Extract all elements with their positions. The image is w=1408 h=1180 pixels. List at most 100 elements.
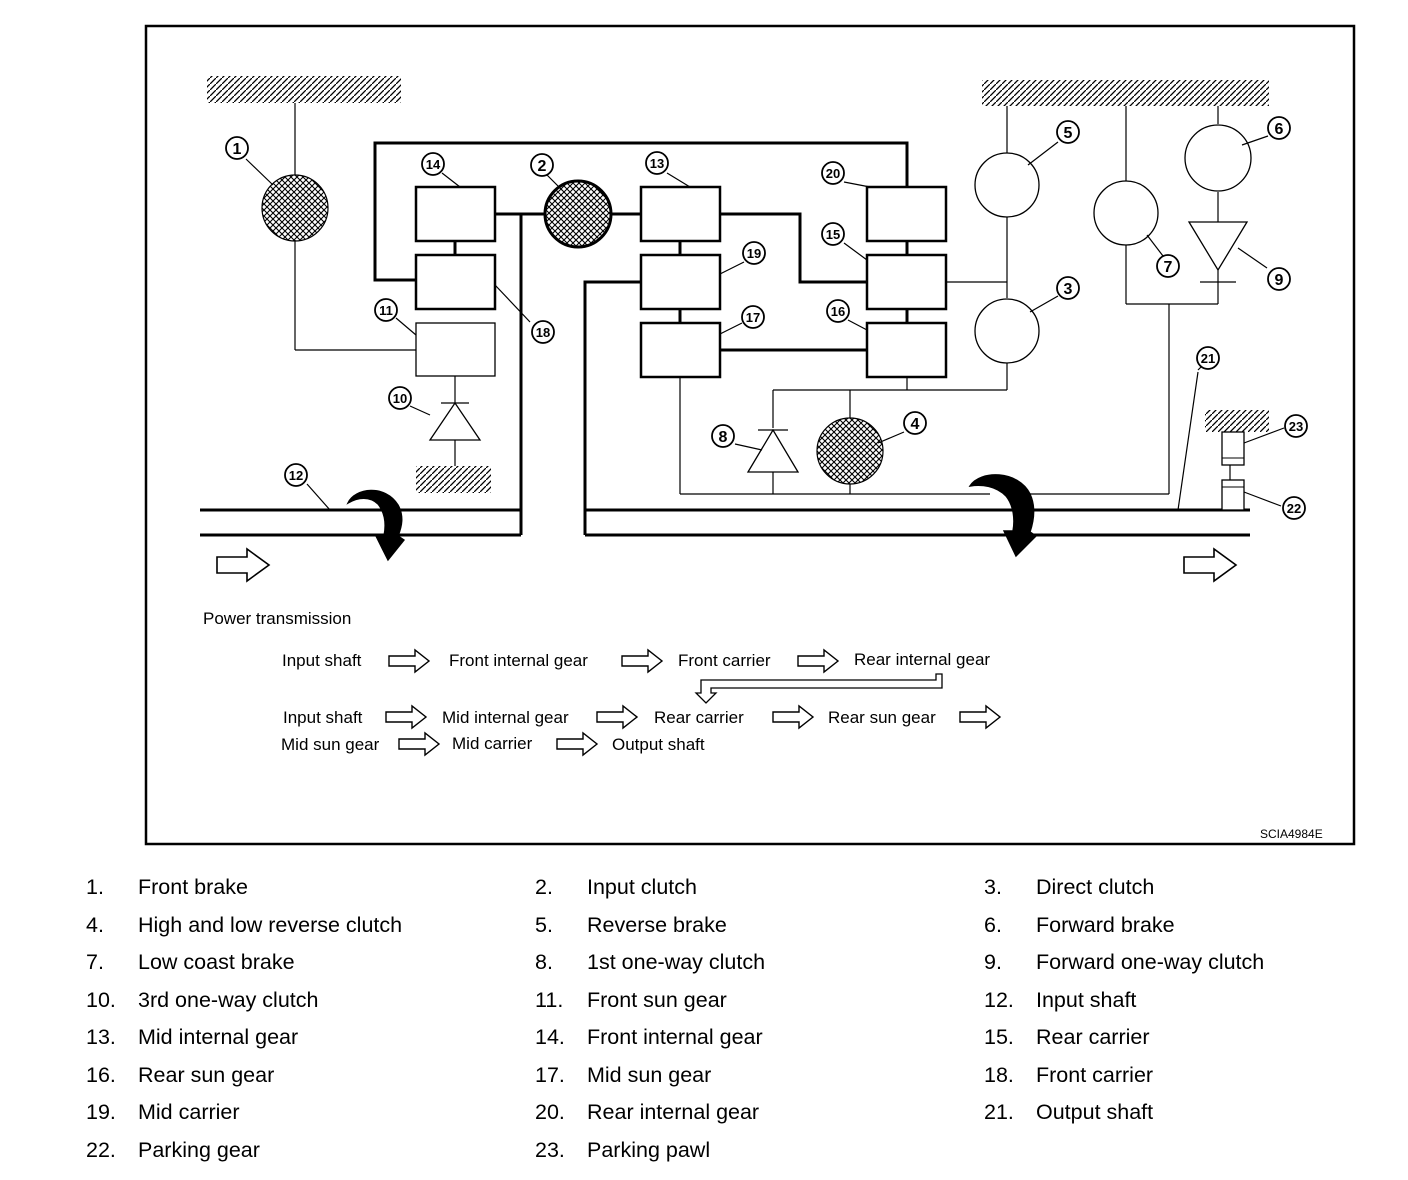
flow-arrow-icon <box>596 705 638 729</box>
flow-row2-step3: Rear carrier <box>654 708 744 727</box>
legend-number: 2. <box>535 875 553 899</box>
legend-label: Front carrier <box>1036 1062 1154 1087</box>
ground-hatch-bottom-left <box>416 466 491 493</box>
legend-label: Mid sun gear <box>587 1062 712 1087</box>
flow-arrow-icon <box>388 649 430 673</box>
callout-20: 20 <box>826 166 840 181</box>
legend-label: Low coast brake <box>138 950 295 974</box>
legend-number: 14. <box>535 1025 565 1049</box>
parts-legend: 1. Front brake 2. Input clutch 3. Direct clut… <box>86 874 1406 1174</box>
callout-14: 14 <box>426 157 441 172</box>
legend-label: Forward one-way clutch <box>1036 950 1265 974</box>
legend-number: 5. <box>535 912 553 937</box>
flow-arrow-icon <box>959 705 1001 729</box>
callout-19: 19 <box>747 246 761 261</box>
flow-row2-step2: Mid internal gear <box>442 708 569 727</box>
mid-internal-gear-box <box>639 185 722 243</box>
front-carrier-box <box>414 253 497 311</box>
rear-internal-gear-box <box>865 185 948 243</box>
legend-number: 16. <box>86 1062 116 1087</box>
flow-arrow-icon <box>797 649 839 673</box>
power-out-arrow-icon <box>1183 548 1237 582</box>
low-coast-brake-icon <box>1093 180 1159 246</box>
legend-label: Front sun gear <box>587 987 727 1012</box>
input-clutch-icon <box>543 179 613 249</box>
legend-label: Rear carrier <box>1036 1025 1150 1049</box>
legend-number: 7. <box>86 950 104 974</box>
flow-arrow-icon <box>772 705 814 729</box>
legend-number: 3. <box>984 875 1002 899</box>
callout-8: 8 <box>719 429 728 446</box>
callout-15: 15 <box>826 227 840 242</box>
legend-label: Front internal gear <box>587 1025 763 1049</box>
flow-row2-step1: Input shaft <box>283 708 363 727</box>
legend-label: Front brake <box>138 875 248 899</box>
front-internal-gear-box <box>414 185 497 243</box>
callout-5: 5 <box>1064 125 1073 142</box>
thick-links <box>373 141 909 510</box>
legend-number: 9. <box>984 950 1002 974</box>
parking-gear-icon <box>1221 479 1245 511</box>
ground-hatch-left <box>207 76 401 103</box>
callout-circles <box>225 116 1308 520</box>
front-brake-icon <box>261 174 329 242</box>
callout-7: 7 <box>1164 259 1173 276</box>
one-way-clutch-3rd-icon <box>428 401 482 441</box>
callout-9: 9 <box>1275 272 1284 289</box>
flow-arrow-icon <box>398 732 440 756</box>
flow-row1-step4: Rear internal gear <box>854 650 990 669</box>
legend-number: 18. <box>984 1062 1014 1087</box>
callout-23: 23 <box>1289 419 1303 434</box>
legend-number: 4. <box>86 912 104 937</box>
callout-leaders <box>245 135 1285 511</box>
callout-22: 22 <box>1287 501 1301 516</box>
power-in-arrow-icon <box>216 548 270 582</box>
flow-row3-step1: Mid sun gear <box>281 735 380 754</box>
legend-number: 21. <box>984 1100 1014 1124</box>
legend-number: 6. <box>984 912 1002 937</box>
shafts <box>200 508 1250 537</box>
legend-label: Forward brake <box>1036 912 1175 937</box>
legend-number: 17. <box>535 1062 565 1087</box>
power-transmission-title: Power transmission <box>203 609 351 628</box>
legend-label: Mid internal gear <box>138 1025 299 1049</box>
legend-label: 3rd one-way clutch <box>138 987 319 1012</box>
power-flow-diagram: 1 2 3 4 5 6 7 8 9 10 11 12 13 14 15 16 1… <box>144 24 1356 846</box>
callout-13: 13 <box>650 156 664 171</box>
ground-hatch-parking <box>1205 410 1269 432</box>
parking-pawl-icon <box>1221 431 1245 466</box>
callout-10: 10 <box>393 391 407 406</box>
flow-row1-step2: Front internal gear <box>449 651 588 670</box>
figure-code: SCIA4984E <box>1260 827 1323 841</box>
callout-11: 11 <box>379 303 393 318</box>
legend-number: 8. <box>535 950 553 974</box>
legend-label: High and low reverse clutch <box>138 912 403 937</box>
legend-label: Mid carrier <box>138 1100 240 1124</box>
legend-number: 19. <box>86 1100 116 1124</box>
callout-1: 1 <box>233 141 242 158</box>
flow-row1-step3: Front carrier <box>678 651 771 670</box>
callout-4: 4 <box>911 416 920 433</box>
callout-18: 18 <box>536 325 550 340</box>
legend-number: 1. <box>86 875 104 899</box>
rear-sun-gear-box <box>865 321 948 379</box>
callout-16: 16 <box>831 304 845 319</box>
legend-label: Output shaft <box>1036 1100 1154 1124</box>
forward-one-way-clutch-icon <box>1187 221 1249 283</box>
callout-17: 17 <box>746 310 760 325</box>
legend-label: Rear internal gear <box>587 1100 760 1124</box>
legend-number: 12. <box>984 987 1014 1012</box>
legend-number: 15. <box>984 1025 1014 1049</box>
flow-arrow-icon <box>556 732 598 756</box>
legend-number: 20. <box>535 1100 565 1124</box>
mid-sun-gear-box <box>639 321 722 379</box>
front-sun-gear-box <box>415 322 496 377</box>
mid-carrier-box <box>639 253 722 311</box>
legend-label: Direct clutch <box>1036 875 1155 899</box>
flow-row2-step4: Rear sun gear <box>828 708 936 727</box>
flow-wrap-arrow-icon <box>694 673 943 704</box>
direct-clutch-icon <box>974 298 1040 364</box>
flow-arrow-icon <box>385 705 427 729</box>
callout-12: 12 <box>289 468 303 483</box>
legend-label: Input clutch <box>587 875 697 899</box>
